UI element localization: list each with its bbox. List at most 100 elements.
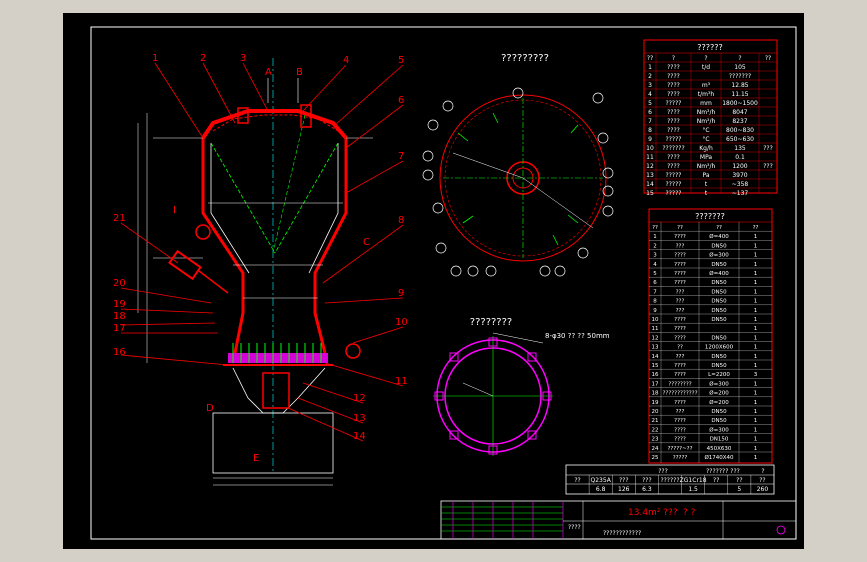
parts-cell: ???? xyxy=(674,253,686,259)
parts-cell: ??? xyxy=(676,409,685,415)
parts-cell: 1 xyxy=(754,271,758,277)
tech-cell: 3 xyxy=(648,82,652,89)
parts-cell: 1 xyxy=(754,317,758,323)
parts-cell: Ø=300 xyxy=(709,380,729,387)
tech-table-title: ?????? xyxy=(697,43,722,52)
callout-11: 11 xyxy=(395,376,408,387)
summary-header-cell: ZG1Cr18 xyxy=(680,477,707,484)
callout-3: 3 xyxy=(240,53,246,64)
section-view-callout: 8-φ30 ?? ?? 50mm xyxy=(545,332,610,340)
parts-cell: 1 xyxy=(754,381,758,387)
parts-cell: ???? xyxy=(674,326,686,332)
callout-5: 5 xyxy=(398,55,404,66)
tech-cell: Pa xyxy=(702,172,709,179)
tech-header-cell: ?? xyxy=(647,55,653,62)
parts-cell: Ø=400 xyxy=(709,233,729,240)
parts-cell: 11 xyxy=(652,326,659,332)
tech-cell: 8047 xyxy=(732,109,747,116)
parts-cell: DN50 xyxy=(711,409,727,415)
tech-cell: MPa xyxy=(700,154,713,161)
cad-drawing: 1 2 3 4 5 6 7 8 9 10 11 12 13 14 21 20 1… xyxy=(90,26,797,540)
scale-label: ???? xyxy=(568,524,581,531)
parts-cell: 1 xyxy=(754,234,758,240)
parts-cell: 1 xyxy=(754,400,758,406)
tech-cell: 7 xyxy=(648,118,652,125)
parts-header-cell: ?? xyxy=(753,225,759,231)
drawing-name: 13.4m² ??? xyxy=(628,508,678,518)
parts-cell: DN50 xyxy=(711,363,727,369)
parts-cell: 1 xyxy=(754,354,758,360)
tech-cell: ??? xyxy=(763,163,773,170)
parts-cell: 7 xyxy=(653,289,657,295)
parts-cell: 15 xyxy=(652,363,659,369)
parts-cell: 17 xyxy=(652,381,659,387)
parts-cell: 24 xyxy=(652,446,659,452)
tech-cell: ????? xyxy=(666,190,682,197)
tech-cell: 9 xyxy=(648,136,652,143)
tech-cell: 1800~1500 xyxy=(722,100,758,107)
title-block: 13.4m² ??? ? ? ???????????? ???? xyxy=(440,500,797,540)
parts-cell: 16 xyxy=(652,372,659,378)
parts-cell: ???????? xyxy=(668,381,691,387)
tech-cell: 1200 xyxy=(732,163,747,170)
parts-cell: ??? xyxy=(676,299,685,305)
parts-cell: ???????????? xyxy=(662,391,697,397)
tech-cell: ???? xyxy=(667,64,680,71)
parts-cell: ???? xyxy=(674,363,686,369)
parts-cell: 1 xyxy=(653,234,657,240)
tech-cell: Nm³/h xyxy=(697,118,716,125)
callout-18: 18 xyxy=(113,311,126,322)
parts-cell: 1 xyxy=(754,289,758,295)
tech-cell: 105 xyxy=(734,64,746,71)
parts-cell: 450X630 xyxy=(707,446,732,452)
callout-4: 4 xyxy=(343,55,349,66)
tech-cell: 650~630 xyxy=(726,136,754,143)
tech-cell: 1 xyxy=(648,64,652,71)
callout-numbers: 1 2 3 4 5 6 7 8 9 10 11 12 13 14 21 20 1… xyxy=(113,53,408,464)
parts-cell: 2 xyxy=(653,243,657,249)
view-marker-e: E xyxy=(253,453,259,464)
tech-cell: ???? xyxy=(667,118,680,125)
parts-header-cell: ?? xyxy=(652,225,658,231)
view-marker-a: A xyxy=(265,67,272,78)
parts-cell: Ø1740X40 xyxy=(704,454,734,461)
parts-cell: 6 xyxy=(653,280,657,286)
parts-cell: ?? xyxy=(677,345,683,351)
parts-header-cell: ?? xyxy=(716,225,722,231)
tech-cell: 15 xyxy=(646,190,654,197)
tech-cell: Nm³/h xyxy=(697,163,716,170)
callout-16: 16 xyxy=(113,347,126,358)
summary-header-cell: ??? xyxy=(619,477,629,484)
parts-cell: 1 xyxy=(754,363,758,369)
tech-cell: °C xyxy=(702,136,709,143)
tech-cell: 800~830 xyxy=(726,127,754,134)
parts-cell: 5 xyxy=(653,271,657,277)
tech-cell: 10 xyxy=(646,145,654,152)
parts-cell: ??? xyxy=(676,289,685,295)
summary-header-cell: ??? xyxy=(642,477,652,484)
parts-cell: Ø=200 xyxy=(709,399,729,406)
tech-cell: ??????? xyxy=(729,73,751,80)
tech-cell: ????? xyxy=(666,172,682,179)
callout-17: 17 xyxy=(113,323,126,334)
summary-header-cell: ?? xyxy=(574,477,580,484)
title-label: ? ? xyxy=(683,508,696,518)
parts-header-cell: ?? xyxy=(677,225,683,231)
parts-cell: 1 xyxy=(754,326,758,332)
summary-header-cell: Q235A xyxy=(591,477,612,484)
summary-title-2: ??????? ??? xyxy=(706,468,740,475)
view-marker-i: I xyxy=(173,205,176,216)
parts-cell: ?????~?? xyxy=(667,446,692,452)
tech-cell: 5 xyxy=(648,100,652,107)
company-name: ???????????? xyxy=(603,530,641,537)
summary-title-3: ? xyxy=(761,468,764,475)
parts-cell: Ø=400 xyxy=(709,270,729,277)
parts-cell: DN50 xyxy=(711,335,727,341)
callout-2: 2 xyxy=(200,53,206,64)
tech-cell: t/d xyxy=(702,64,710,71)
parts-cell: 1 xyxy=(754,243,758,249)
tech-cell: ???? xyxy=(667,127,680,134)
tech-cell: Kg/h xyxy=(699,145,713,152)
tech-cell: ???? xyxy=(667,73,680,80)
